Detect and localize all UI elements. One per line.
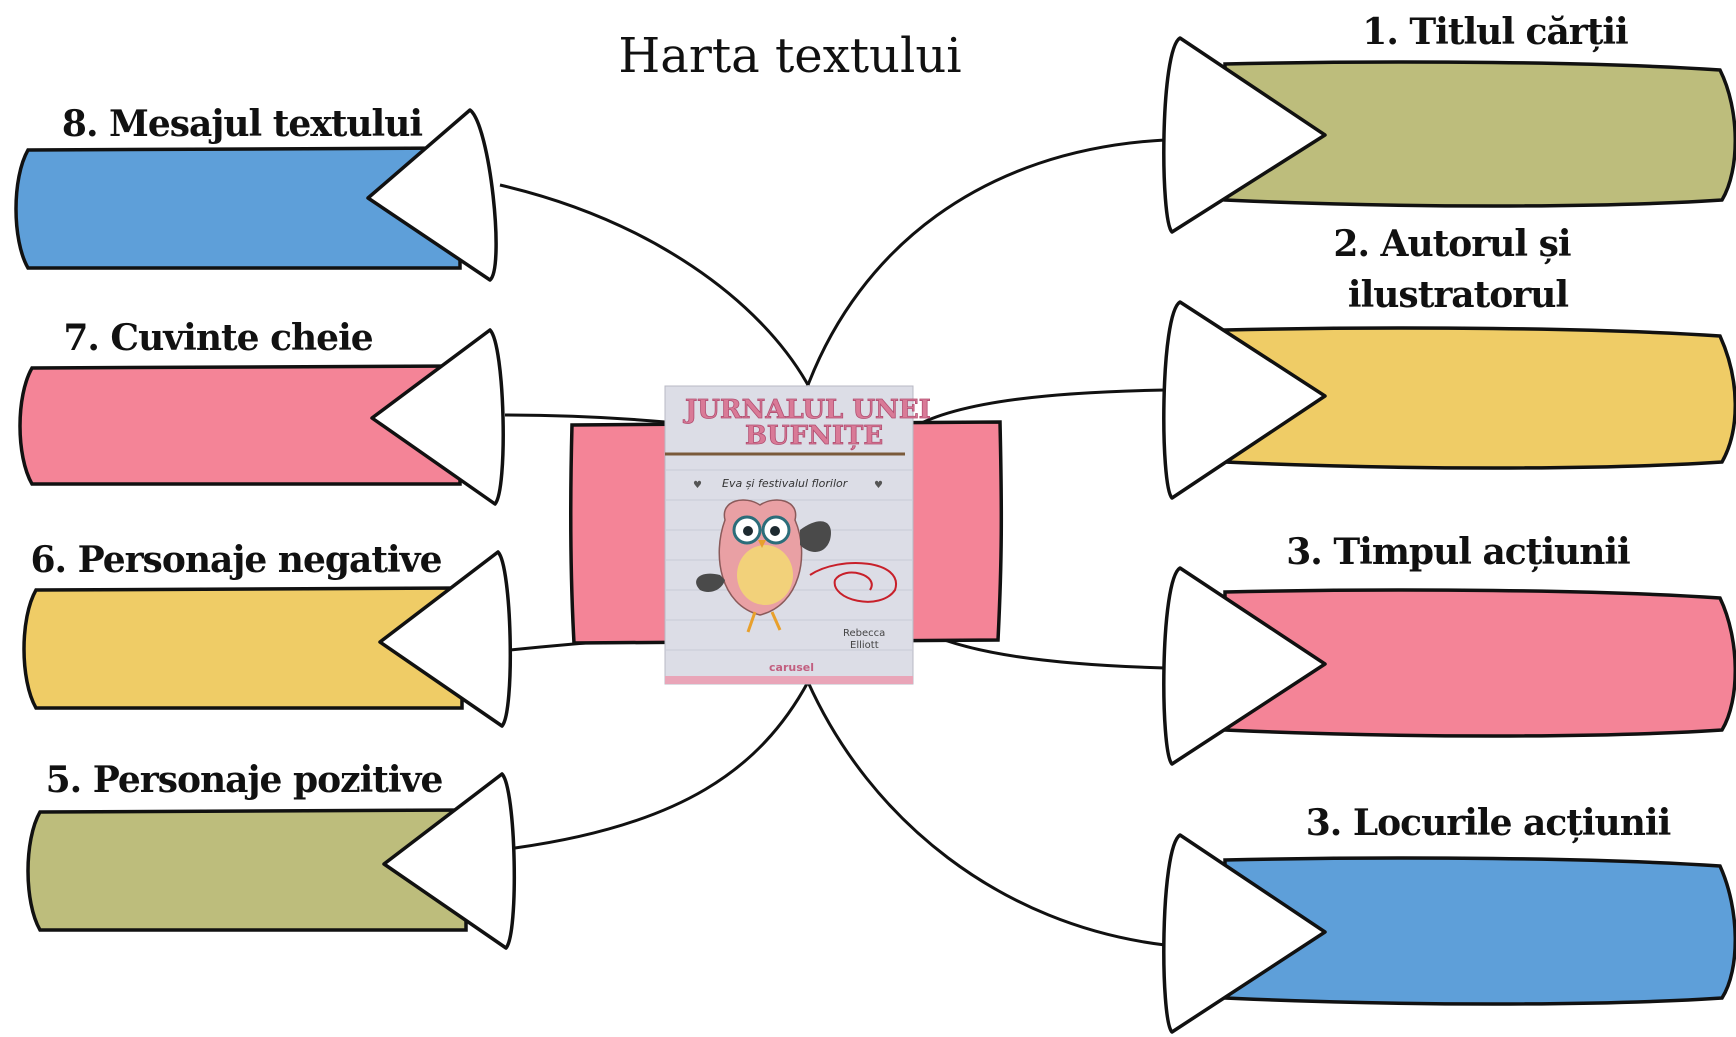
left-arrows [366,108,517,950]
heart-icon: ♥ [874,480,883,491]
left-band-6 [22,586,464,710]
right-band-4 [1223,856,1736,1006]
label-6: 6. Personaje negative [30,539,441,581]
label-2-line2: ilustratorul [1348,274,1568,316]
label-3: 3. Timpul acțiunii [1286,531,1630,573]
label-2-line1: 2. Autorul și [1333,223,1570,265]
label-8: 8. Mesajul textului [62,103,423,145]
left-arrow-7 [370,328,505,506]
right-arrow-3 [1162,566,1327,766]
right-band-1 [1223,60,1736,208]
left-arrow-6 [378,550,513,728]
book-cover-bottom-band [665,676,913,684]
right-band-2 [1223,326,1736,470]
book-author-line1: Rebecca [843,628,885,639]
heart-icon: ♥ [693,480,702,491]
book-cover: JURNALUL UNEI BUFNIȚE Eva și festivalul … [664,385,931,685]
book-subtitle: Eva și festivalul florilor [722,477,849,490]
book-publisher: carusel [769,661,814,674]
label-5: 5. Personaje pozitive [46,759,443,801]
connector-7 [504,413,666,424]
left-arrow-8 [366,108,498,282]
connector-2 [911,388,1166,430]
right-arrows [1162,36,1327,1034]
left-bands [14,146,468,932]
connector-1 [806,138,1166,386]
right-arrow-1 [1162,36,1327,234]
connector-4 [806,681,1166,947]
label-7: 7. Cuvinte cheie [63,317,372,359]
connector-8 [499,183,810,386]
left-band-5 [26,808,468,932]
book-author-line2: Elliott [850,640,879,651]
label-4: 3. Locurile acțiunii [1306,802,1671,844]
page-title: Harta textului [618,28,961,84]
left-band-8 [14,146,462,270]
left-arrow-5 [382,772,517,950]
owl-illustration-icon [696,499,897,633]
right-arrow-2 [1162,300,1327,500]
right-bands [1223,60,1736,1006]
book-title-line2: BUFNIȚE [745,421,883,451]
right-arrow-4 [1162,833,1327,1034]
label-1: 1. Titlul cărții [1362,11,1628,53]
connector-5 [514,681,810,850]
book-title-line1: JURNALUL UNEI [683,395,931,425]
left-band-7 [18,364,462,486]
right-band-3 [1223,588,1736,738]
